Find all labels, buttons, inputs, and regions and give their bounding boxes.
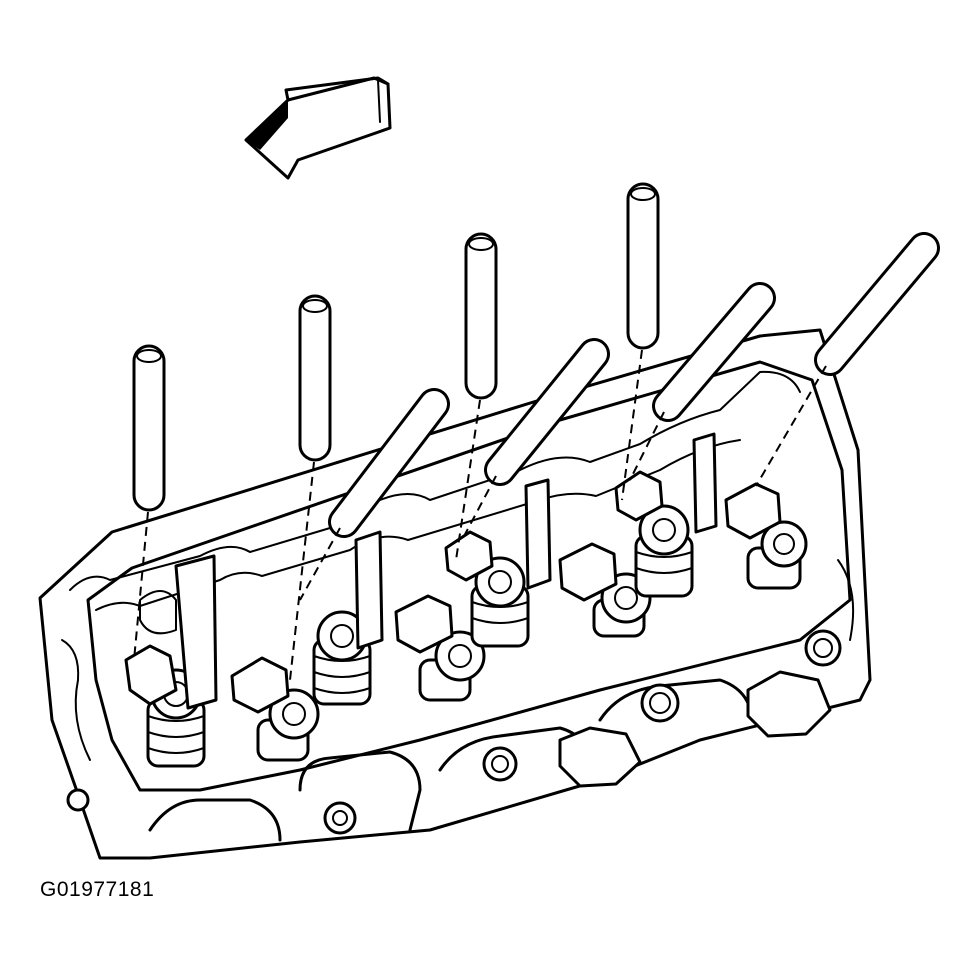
pushrod-2: [289, 294, 332, 681]
pushrod-3: [455, 232, 498, 561]
valve-spring-8: [746, 520, 808, 590]
pushrod-7: [629, 282, 776, 481]
pushrod-6: [461, 338, 610, 541]
valve-spring-assemblies: [124, 432, 808, 768]
valve-spring-5: [470, 556, 530, 648]
valve-spring-3: [312, 610, 372, 706]
pushrods: [132, 182, 940, 681]
pushrod-4: [621, 182, 660, 501]
rocker-arms: [124, 470, 782, 714]
pushrod-1: [132, 344, 166, 661]
front-direction-arrow-icon: [244, 76, 392, 180]
valve-spring-7: [634, 504, 694, 598]
pushrod-8: [755, 232, 940, 487]
figure-id-label: G01977181: [40, 878, 155, 901]
valve-spring-2: [256, 688, 320, 762]
pushrod-5: [299, 388, 450, 601]
guide-plates: [139, 432, 718, 710]
valve-spring-4: [418, 630, 486, 702]
